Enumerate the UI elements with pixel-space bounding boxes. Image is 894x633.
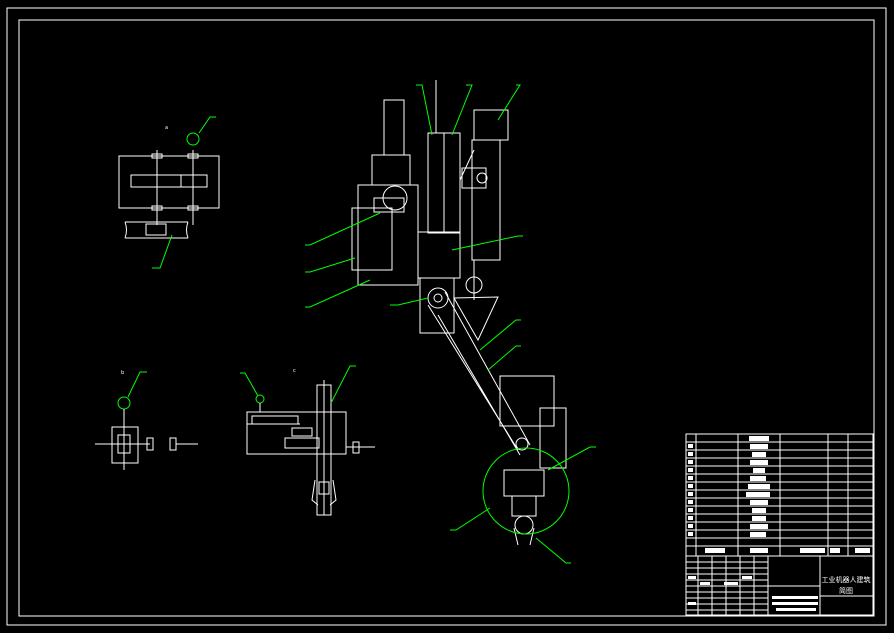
view-a-label: a xyxy=(165,125,168,131)
view-b-label: b xyxy=(121,370,124,376)
main-view-leaders xyxy=(305,84,596,564)
view-c-mechanism xyxy=(246,380,375,516)
inner-border xyxy=(18,19,875,617)
view-a-leaders xyxy=(152,116,216,269)
view-b-mechanism xyxy=(95,396,198,470)
view-b-leader xyxy=(127,371,147,398)
outer-border xyxy=(6,7,887,626)
drawing-subtitle: 简图 xyxy=(839,586,853,595)
main-robot-view xyxy=(351,80,567,546)
gripper-rotation-circle xyxy=(482,447,570,535)
title-block xyxy=(685,555,874,616)
title-block-fill xyxy=(688,576,818,611)
view-c-leaders xyxy=(240,365,356,404)
parts-list-fill xyxy=(688,436,870,553)
parts-list-table xyxy=(685,433,874,557)
view-a-gearbox xyxy=(118,132,220,239)
view-c-label: c xyxy=(293,368,296,374)
drawing-title: 工业机器人建筑 xyxy=(822,575,871,584)
